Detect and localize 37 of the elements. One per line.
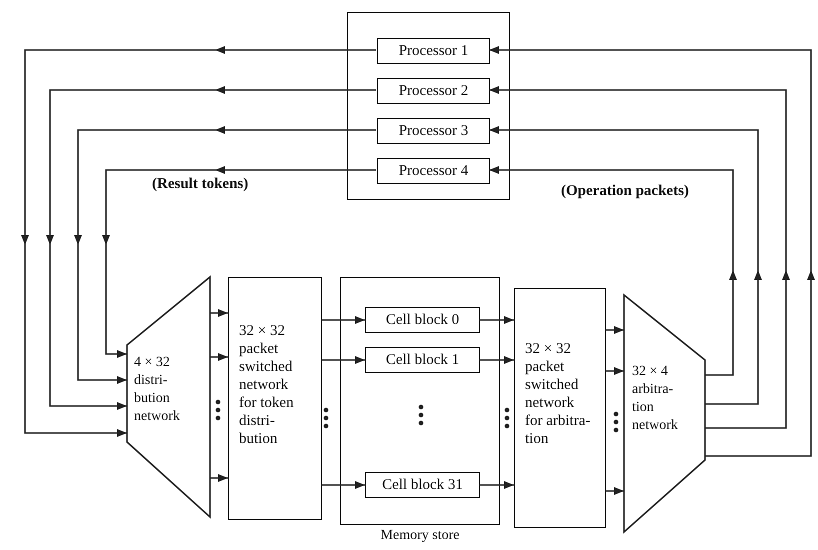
arrow: [489, 126, 759, 405]
unit-box: Cell block 0: [365, 307, 480, 333]
arrow: [77, 129, 376, 384]
network-label: 32 × 32 packet switched network for token distri- bution: [239, 322, 295, 448]
switch-network-box: [228, 277, 322, 520]
unit-box: Processor 2: [377, 78, 490, 104]
flow-label: (Operation packets): [561, 183, 689, 200]
arrow: [210, 353, 228, 361]
network-label: 32 × 4 arbitra- tion network: [632, 363, 679, 435]
network-label: 4 × 32 distri- bution network: [134, 354, 181, 426]
arrow: [480, 316, 514, 324]
memory-store-label: Memory store: [380, 528, 460, 544]
arrow: [49, 89, 376, 410]
arrow: [606, 367, 624, 375]
arrow: [322, 481, 365, 489]
arrow: [606, 326, 624, 334]
unit-box: Processor 3: [377, 118, 490, 144]
arrow: [480, 356, 514, 364]
processor-group-box: [347, 12, 510, 200]
unit-box: Cell block 1: [365, 347, 480, 373]
arrow: [105, 169, 376, 358]
arrow: [606, 487, 624, 495]
unit-box: Processor 4: [377, 158, 490, 184]
flow-label: (Result tokens): [152, 176, 248, 193]
switch-network-box: [514, 288, 606, 528]
network-label: 32 × 32 packet switched network for arbitra- tion: [525, 340, 591, 448]
arrow: [24, 49, 376, 437]
arrow: [210, 474, 228, 482]
arrow: [489, 166, 734, 376]
arrow: [322, 316, 365, 324]
arrow: [210, 309, 228, 317]
arrow: [480, 481, 514, 489]
arrow: [322, 356, 365, 364]
unit-box: Processor 1: [377, 38, 490, 64]
unit-box: Cell block 31: [365, 472, 480, 498]
arrow: [489, 86, 787, 429]
arrow: [489, 46, 812, 457]
